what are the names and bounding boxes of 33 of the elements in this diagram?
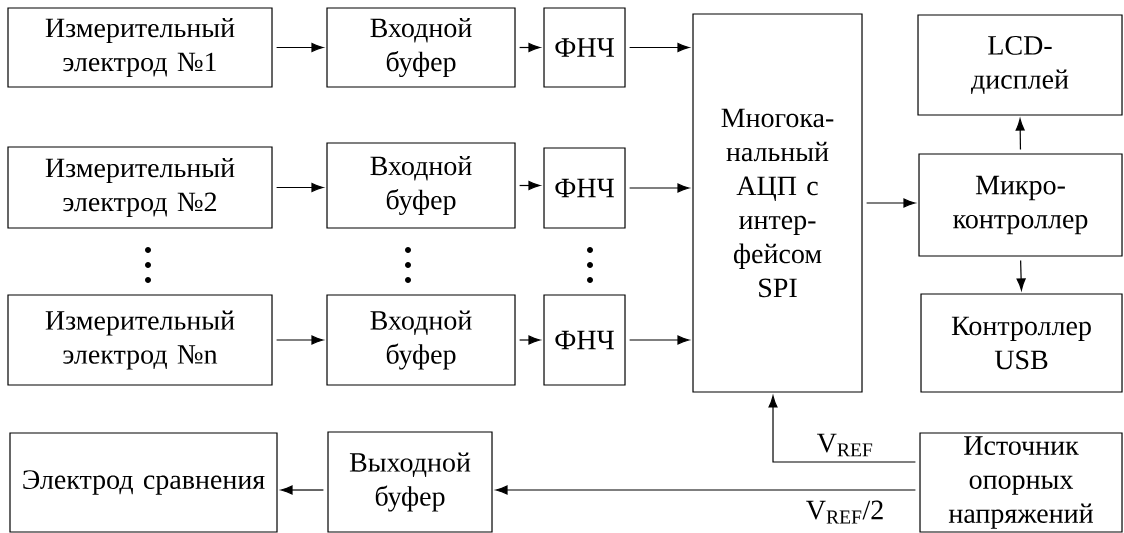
block-box: Электрод сравнения (9, 432, 278, 533)
block-box: Микро- контроллер (918, 153, 1123, 257)
block-box: Источник опорных напряжений (919, 432, 1123, 533)
arrow (276, 335, 324, 345)
arrow (768, 395, 916, 463)
block-box: ФНЧ (543, 7, 626, 88)
block-box: Измерительный электрод №n (7, 294, 273, 386)
arrow (866, 198, 916, 208)
block-box: Измерительный электрод №2 (7, 146, 273, 229)
arrow (1016, 260, 1026, 291)
block-box: Входной буфер (326, 142, 516, 229)
arrow (519, 335, 541, 345)
block-box: Входной буфер (326, 294, 516, 386)
block-box: Входной буфер (326, 7, 516, 88)
block-box: Измерительный электрод №1 (7, 7, 273, 88)
arrow (519, 180, 541, 191)
arrow (280, 485, 324, 495)
arrow (276, 182, 324, 193)
edge-label: V$_{REF}$/2 (804, 499, 886, 525)
edge-label: V$_{REF}$ (815, 432, 875, 458)
arrow (1015, 118, 1025, 150)
arrow (495, 485, 916, 495)
arrow (519, 42, 541, 53)
block-box: Контроллер USB (920, 293, 1123, 393)
arrow (629, 42, 690, 53)
block-box: ФНЧ (543, 147, 626, 229)
arrow (629, 335, 690, 345)
block-box: Выходной буфер (327, 431, 493, 533)
arrow (276, 42, 324, 53)
arrow (629, 183, 690, 193)
block-box: LCD- дисплей (917, 14, 1123, 116)
block-box: Многока- нальный АЦП с интер- фейсом SPI (692, 13, 863, 393)
block-box: ФНЧ (543, 294, 626, 386)
